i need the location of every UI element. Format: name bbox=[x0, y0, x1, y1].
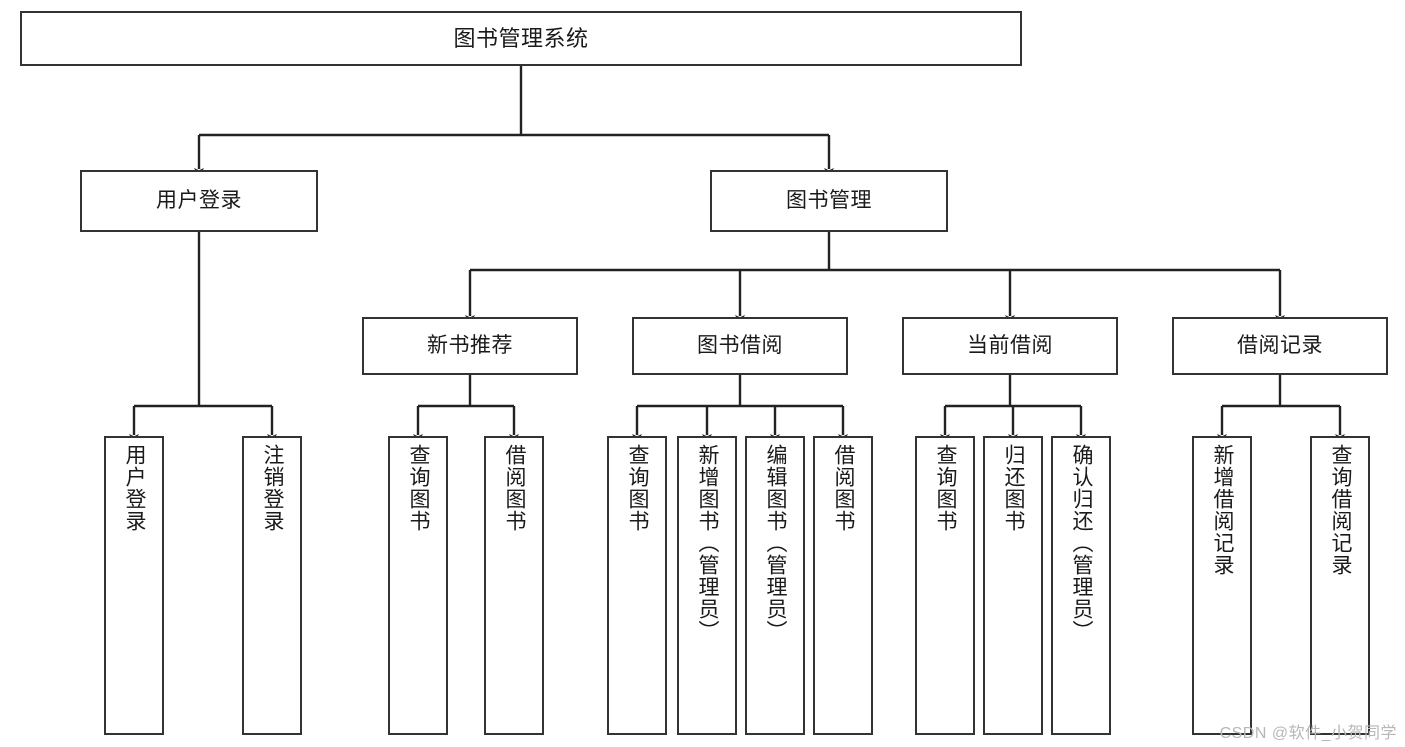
node-label: 借阅图书 bbox=[503, 444, 527, 532]
node-leaf_logout[interactable]: 注销登录 bbox=[242, 436, 302, 735]
node-leaf_br_query[interactable]: 查询借阅记录 bbox=[1310, 436, 1370, 735]
node-label: 新书推荐 bbox=[427, 333, 513, 357]
node-user_login[interactable]: 用户登录 bbox=[80, 170, 318, 232]
connector-lines bbox=[129, 66, 1345, 443]
node-leaf_bb_edit[interactable]: 编辑图书（管理员） bbox=[745, 436, 805, 735]
node-label: 查询图书 bbox=[407, 444, 431, 532]
node-label: 借阅记录 bbox=[1237, 333, 1323, 357]
node-label: 新增借阅记录 bbox=[1211, 444, 1235, 576]
node-label: 图书管理 bbox=[786, 188, 872, 212]
node-leaf_cb_confirm[interactable]: 确认归还（管理员） bbox=[1051, 436, 1111, 735]
node-new_book_rec[interactable]: 新书推荐 bbox=[362, 317, 578, 375]
node-label: 借阅图书 bbox=[832, 444, 856, 532]
node-label: 当前借阅 bbox=[967, 333, 1053, 357]
node-leaf_nb_borrow[interactable]: 借阅图书 bbox=[484, 436, 544, 735]
node-label: 查询借阅记录 bbox=[1329, 444, 1353, 576]
node-leaf_user_login[interactable]: 用户登录 bbox=[104, 436, 164, 735]
node-leaf_br_add[interactable]: 新增借阅记录 bbox=[1192, 436, 1252, 735]
node-label: 确认归还（管理员） bbox=[1070, 444, 1094, 642]
node-root[interactable]: 图书管理系统 bbox=[20, 11, 1022, 66]
node-label: 图书借阅 bbox=[697, 333, 783, 357]
node-current_borrow[interactable]: 当前借阅 bbox=[902, 317, 1118, 375]
node-label: 查询图书 bbox=[934, 444, 958, 532]
node-label: 用户登录 bbox=[123, 444, 147, 532]
node-label: 查询图书 bbox=[626, 444, 650, 532]
node-leaf_bb_query[interactable]: 查询图书 bbox=[607, 436, 667, 735]
node-label: 用户登录 bbox=[156, 188, 242, 212]
watermark-text: CSDN @软件_小贺同学 bbox=[1219, 725, 1397, 742]
node-label: 编辑图书（管理员） bbox=[764, 444, 788, 642]
node-leaf_nb_query[interactable]: 查询图书 bbox=[388, 436, 448, 735]
node-leaf_cb_query[interactable]: 查询图书 bbox=[915, 436, 975, 735]
node-borrow_record[interactable]: 借阅记录 bbox=[1172, 317, 1388, 375]
node-book_manage[interactable]: 图书管理 bbox=[710, 170, 948, 232]
node-leaf_bb_add[interactable]: 新增图书（管理员） bbox=[677, 436, 737, 735]
node-label: 图书管理系统 bbox=[453, 25, 589, 51]
node-leaf_bb_borrow[interactable]: 借阅图书 bbox=[813, 436, 873, 735]
node-book_borrow[interactable]: 图书借阅 bbox=[632, 317, 848, 375]
node-label: 注销登录 bbox=[261, 444, 285, 532]
node-leaf_cb_return[interactable]: 归还图书 bbox=[983, 436, 1043, 735]
node-label: 新增图书（管理员） bbox=[696, 444, 720, 642]
node-label: 归还图书 bbox=[1002, 444, 1026, 532]
